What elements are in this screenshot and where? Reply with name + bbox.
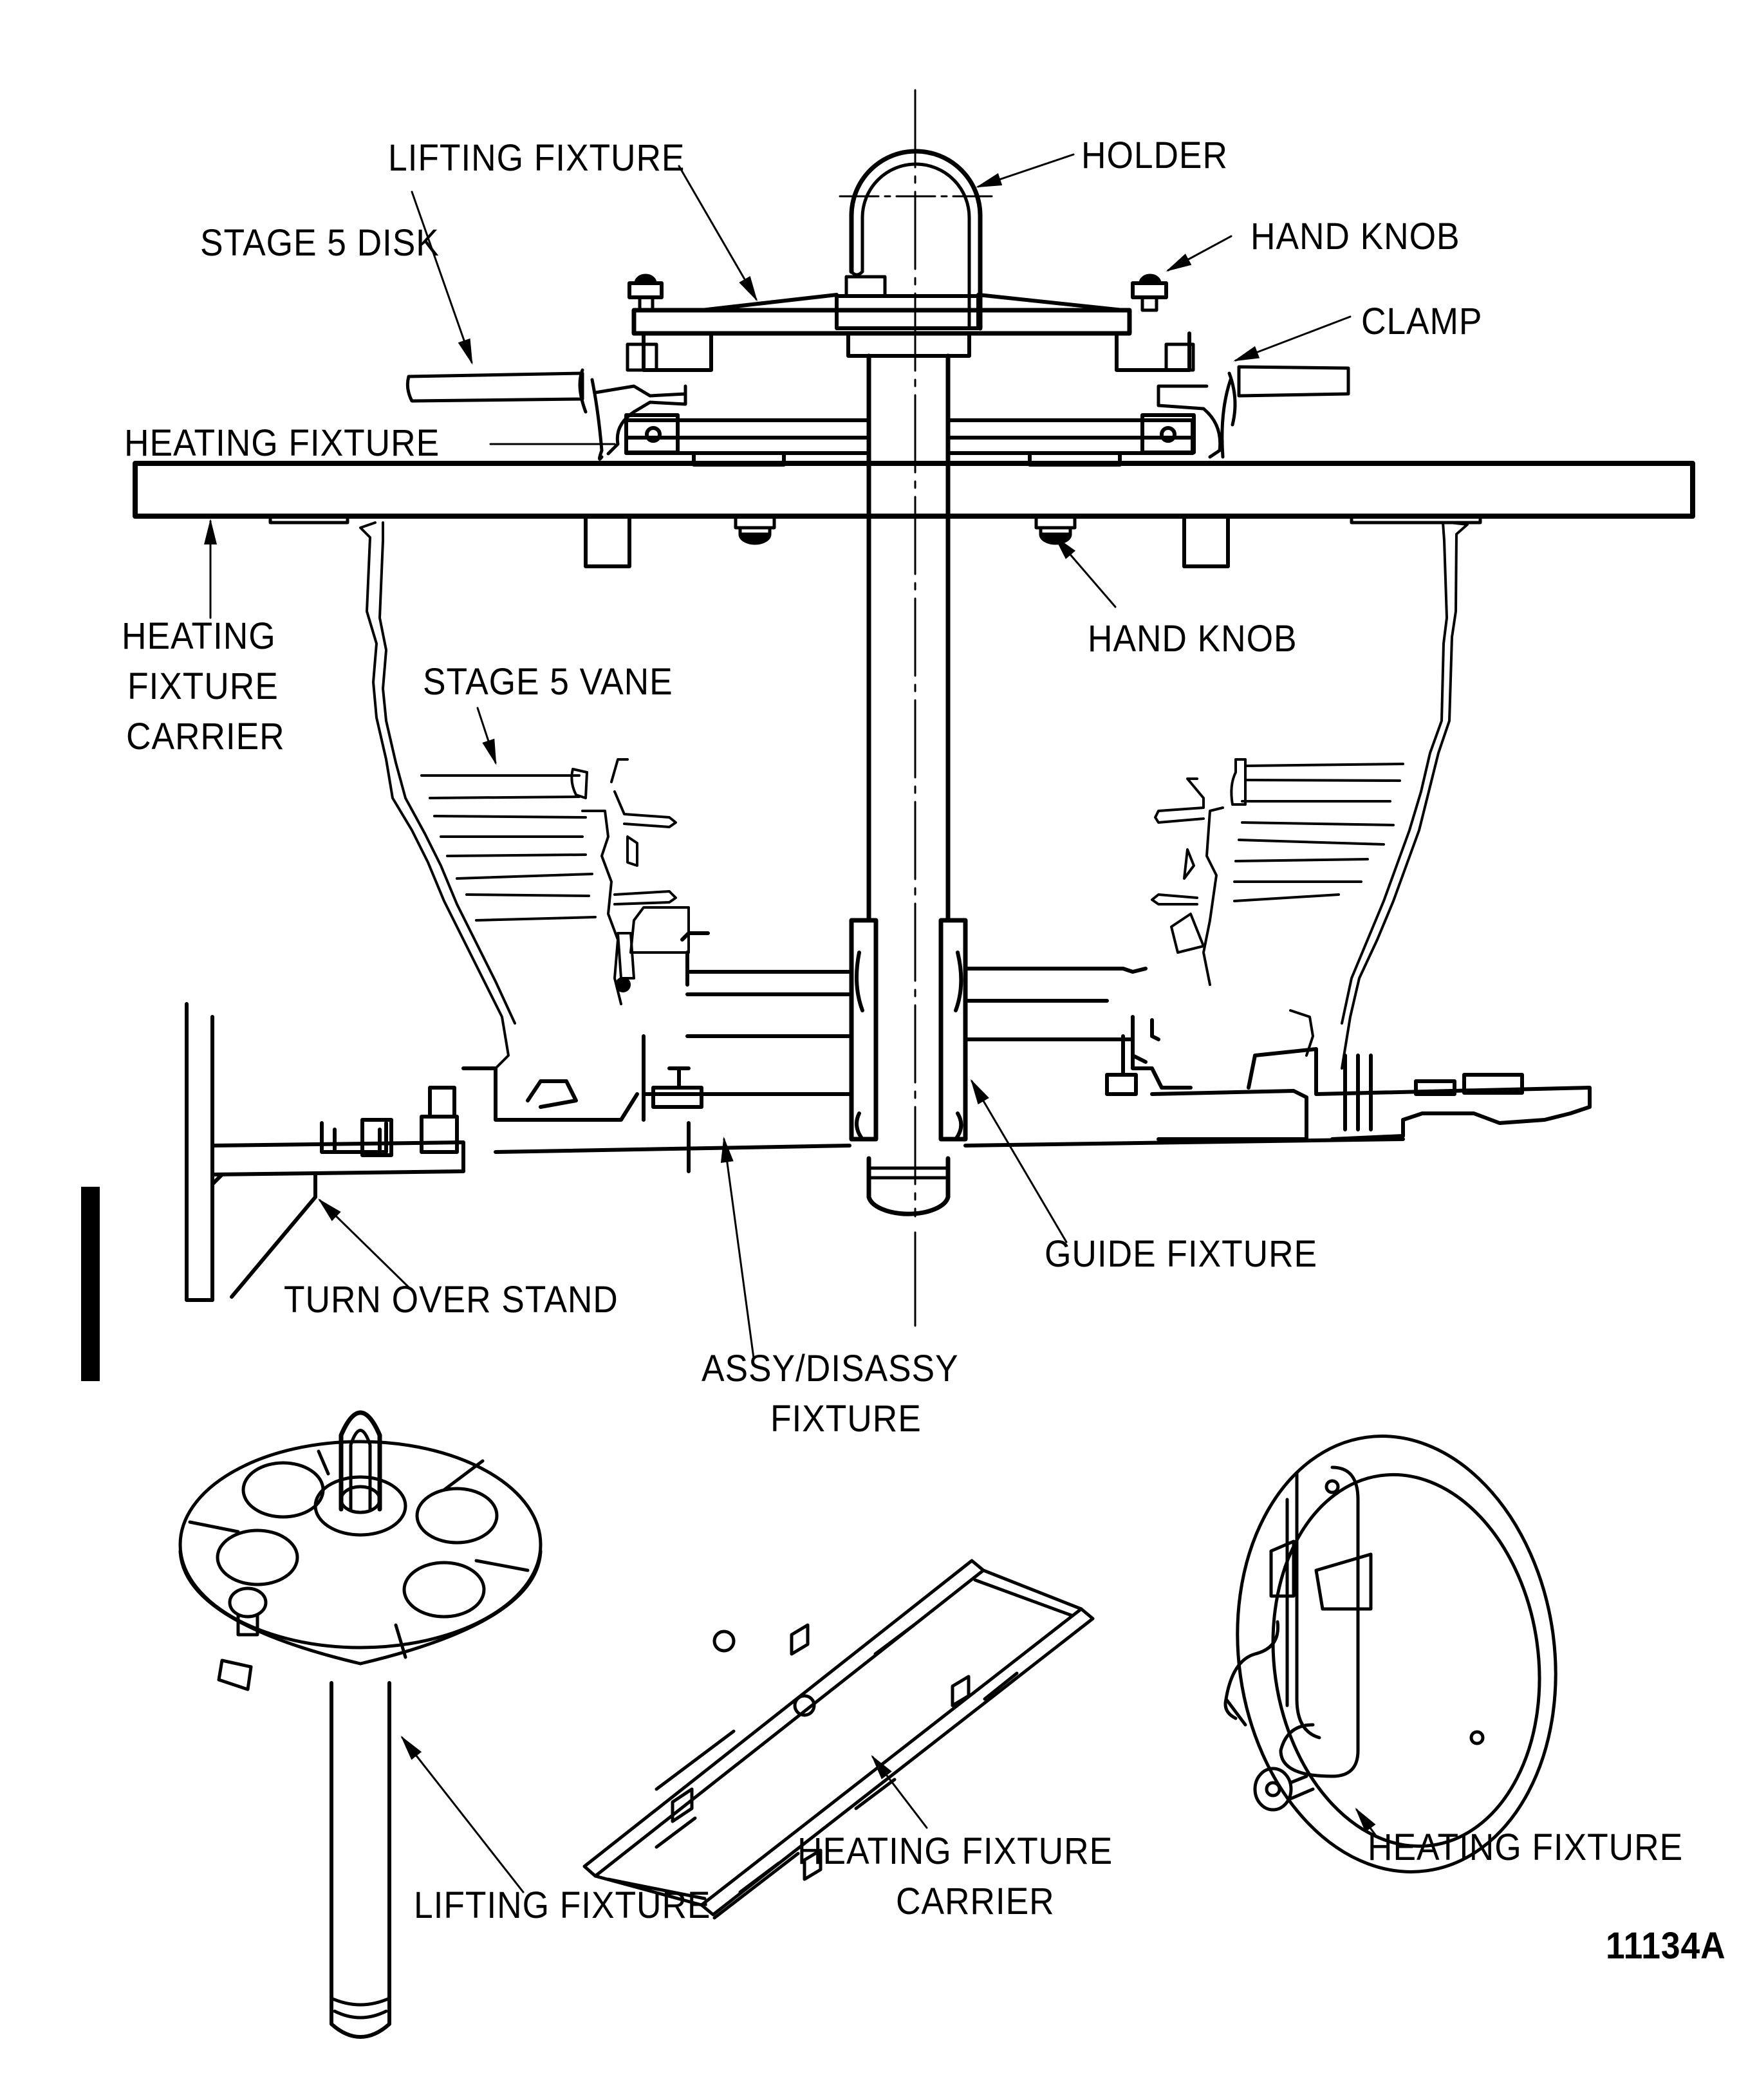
heating-fixture-iso <box>1210 1415 1583 1893</box>
lifting-fixture-iso <box>180 1413 541 2037</box>
label-holder: HOLDER <box>1081 135 1228 176</box>
label-heating-fixture-carrier-bottom-1: HEATING FIXTURE <box>797 1830 1113 1872</box>
label-assy-disassy-fixture-1: ASSY/DISASSY <box>702 1348 959 1389</box>
stage5-disk <box>407 367 1348 459</box>
label-hand-knob-top: HAND KNOB <box>1250 216 1460 257</box>
stator-case-left <box>360 523 689 1068</box>
holder-hook <box>851 151 980 328</box>
label-lifting-fixture-top: LIFTING FIXTURE <box>388 137 685 179</box>
label-stage5-vane: STAGE 5 VANE <box>423 661 673 703</box>
revision-change-bar <box>81 1187 100 1381</box>
turn-over-stand <box>187 1004 463 1300</box>
label-guide-fixture: GUIDE FIXTURE <box>1045 1233 1318 1275</box>
label-heating-fixture-carrier-left-1: HEATING <box>122 615 276 657</box>
label-turn-over-stand: TURN OVER STAND <box>284 1279 618 1321</box>
label-assy-disassy-fixture-2: FIXTURE <box>770 1398 922 1440</box>
heating-fixture-ring <box>626 415 1194 465</box>
label-heating-fixture-carrier-left-3: CARRIER <box>126 716 285 757</box>
heating-fixture-carrier-iso <box>584 1561 1093 1918</box>
leader-lines <box>204 154 1377 1892</box>
heating-fixture-carrier-plate <box>135 463 1693 566</box>
assy-disassy-fixture <box>322 920 1590 1171</box>
label-clamp: CLAMP <box>1361 301 1483 342</box>
label-lifting-fixture-bottom: LIFTING FIXTURE <box>414 1884 711 1926</box>
figure-id: 11134A <box>1606 1925 1726 1967</box>
label-heating-fixture-carrier-bottom-2: CARRIER <box>896 1881 1055 1922</box>
label-hand-knob-mid: HAND KNOB <box>1088 618 1297 660</box>
stator-case-right <box>1152 523 1467 1068</box>
label-heating-fixture-bottom: HEATING FIXTURE <box>1368 1826 1684 1868</box>
label-stage5-disk: STAGE 5 DISK <box>200 222 440 264</box>
label-heating-fixture-top: HEATING FIXTURE <box>124 422 440 464</box>
label-heating-fixture-carrier-left-2: FIXTURE <box>127 665 279 707</box>
